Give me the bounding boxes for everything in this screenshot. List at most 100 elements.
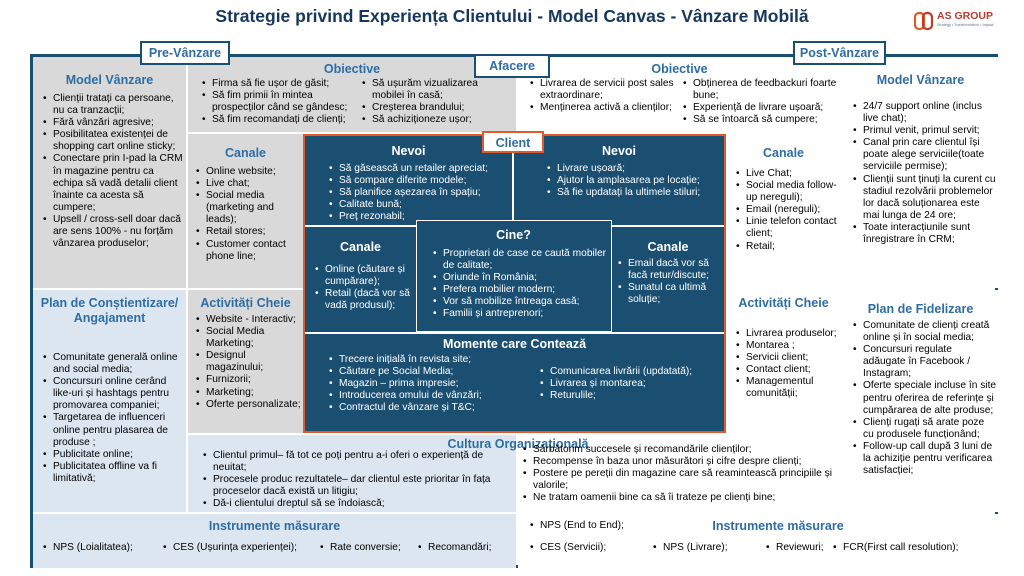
pre-sale-model: Model Vânzare Clienții tratați ca persoa… — [33, 57, 186, 288]
list-item: 24/7 support online (inclus live chat); — [851, 101, 997, 125]
post-sale-tab: Post-Vânzare — [793, 41, 886, 65]
moments-col2: Comunicarea livrării (updatată); Livrare… — [538, 366, 723, 402]
list-item: Să se întoarcă să cumpere; — [681, 114, 839, 126]
list-item: Social Media Marketing; — [194, 326, 302, 350]
list-item: Menținerea activă a clienților; — [528, 102, 676, 114]
needs-left-list: Să găsească un retailer apreciat; Să com… — [327, 163, 512, 224]
list-item: Canal prin care clientul își poate alege… — [851, 137, 997, 173]
list-item: Live Chat; — [734, 168, 839, 180]
list-item: Obținerea de feedbackuri foarte bune; — [681, 78, 839, 102]
client-core: Cine? Proprietari de case ce caută mobil… — [303, 134, 726, 433]
channels-left-header: Canale — [340, 240, 381, 254]
pre-channels: Canale Online website; Live chat; Social… — [188, 134, 303, 288]
logo-mark-icon — [914, 11, 934, 31]
list-item: Social media (marketing and leads); — [194, 190, 302, 226]
list-item: Procesele produc rezultatele– dar client… — [201, 474, 513, 498]
pre-activities-list: Website - Interactiv; Social Media Marke… — [194, 314, 302, 411]
post-sale-model: Model Vânzare 24/7 support online (inclu… — [843, 57, 998, 288]
list-item: Comunitate generală online and social me… — [41, 352, 183, 376]
list-item: Calitate bună; — [327, 199, 512, 211]
needs-right-list: Livrare ușoară; Ajutor la amplasarea pe … — [545, 163, 723, 199]
canvas-frame: Model Vânzare Clienții tratați ca persoa… — [30, 54, 998, 568]
list-item: NPS (End to End); — [528, 520, 668, 532]
list-item: Prefera mobilier modern; — [431, 284, 609, 296]
list-item: Postere pe pereții din magazine care să … — [521, 468, 839, 492]
list-item: Recompense în baza unor măsurători și ci… — [521, 456, 839, 468]
list-item: Să planifice așezarea în spațiu; — [327, 187, 512, 199]
list-item: NPS (Loialitatea); — [41, 542, 133, 554]
post-objectives-header: Obiective — [651, 62, 708, 76]
list-item: Email dacă vor să facă retur/discute; — [616, 258, 724, 282]
logo-name: AS GROUP — [937, 10, 994, 22]
moments-col1: Trecere inițială în revista site; Căutar… — [327, 354, 527, 415]
measure-right: NPS (End to End); Instrumente măsurare C… — [518, 514, 998, 568]
list-item: Online website; — [194, 166, 302, 178]
channels-right-header: Canale — [647, 240, 689, 254]
list-item: Oriunde în România; — [431, 272, 609, 284]
post-objectives-col1: Livrarea de servicii post sales extraord… — [528, 78, 676, 114]
list-item: Clienții sunt ținuți la curent cu stadiu… — [851, 174, 997, 222]
pre-objectives-col2: Să ușurăm vizualizarea mobilei în casă; … — [360, 78, 510, 126]
list-item: Publicitate online; — [41, 449, 183, 461]
pre-channels-header: Canale — [225, 146, 266, 160]
company-logo: AS GROUP Strategy • Transformation • Imp… — [914, 11, 994, 31]
list-item: Să fim recomandați de clienți; — [200, 114, 360, 126]
divider — [612, 225, 724, 227]
list-item: Social media follow-up nereguli); — [734, 180, 839, 204]
list-item: Marketing; — [194, 387, 302, 399]
page-title: Strategie privind Experiența Clientului … — [215, 6, 809, 26]
list-item: Creșterea brandului; — [360, 102, 510, 114]
list-item: Concursuri online cerând like-uri și has… — [41, 376, 183, 412]
pre-model-list: Clienții tratați ca persoane, nu ca tran… — [41, 93, 183, 250]
pre-key-activities: Activități Cheie Website - Interactiv; S… — [188, 290, 303, 433]
list-item: CES (Servicii); — [528, 542, 606, 554]
list-item: Retail stores; — [194, 226, 302, 238]
post-activities-header: Activități Cheie — [738, 296, 829, 310]
culture-col1: Clientul primul– fă tot ce poți pentru a… — [201, 450, 513, 511]
post-objectives-col2: Obținerea de feedbackuri foarte bune; Ex… — [681, 78, 839, 126]
list-item: Website - Interactiv; — [194, 314, 302, 326]
channels-left-list: Online (căutare și cumpărare); Retail (d… — [313, 264, 416, 312]
list-item: Dă-i clientului dreptul să se îndoiască; — [201, 498, 513, 510]
loyalty-list: Comunitate de clienți creată online și î… — [851, 320, 997, 477]
loyalty-header: Plan de Fidelizare — [867, 302, 974, 316]
divider — [512, 136, 514, 220]
list-item: Contact client; — [734, 364, 839, 376]
list-item: Fără vânzări agresive; — [41, 117, 183, 129]
pre-objectives: Obiective Firma să fie ușor de găsit; Să… — [188, 57, 516, 132]
list-item: Comunitate de clienți creată online și î… — [851, 320, 997, 344]
post-loyalty-plan: Plan de Fidelizare Comunitate de clienți… — [843, 290, 998, 512]
list-item: Să compare diferite modele; — [327, 175, 512, 187]
list-item: Customer contact phone line; — [194, 239, 302, 263]
post-channels: Canale Live Chat; Social media follow-up… — [726, 134, 841, 288]
list-item: Firma să fie ușor de găsit; — [200, 78, 360, 90]
list-item: Montarea ; — [734, 340, 839, 352]
list-item: Concursuri regulate adăugate în Facebook… — [851, 344, 997, 380]
client-tab: Client — [482, 131, 544, 153]
list-item: Livrarea de servicii post sales extraord… — [528, 78, 676, 102]
divider — [305, 332, 724, 334]
measure-right-list: CES (Servicii); NPS (Livrare); Reviewuri… — [518, 542, 998, 556]
list-item: Să fie updatați la ultimele stiluri; — [545, 187, 723, 199]
list-item: Livrare ușoară; — [545, 163, 723, 175]
pre-sale-tab: Pre-Vânzare — [140, 41, 230, 65]
list-item: Retail (dacă vor să vadă produsul); — [313, 288, 416, 312]
list-item: Furnizorii; — [194, 374, 302, 386]
list-item: Ajutor la amplasarea pe locație; — [545, 175, 723, 187]
culture-col2: Sărbătorim succesele și recomandările cl… — [521, 444, 839, 505]
post-channels-list: Live Chat; Social media follow-up neregu… — [734, 168, 839, 253]
list-item: CES (Ușurința experienței); — [161, 542, 297, 554]
post-objectives: Obiective Livrarea de servicii post sale… — [518, 57, 841, 132]
needs-right-header: Nevoi — [601, 144, 637, 158]
list-item: Sărbătorim succesele și recomandările cl… — [521, 444, 839, 456]
measure-left-list: NPS (Loialitatea); CES (Ușurința experie… — [33, 542, 516, 556]
list-item: Email (nereguli); — [734, 204, 839, 216]
list-item: Posibilitatea existenței de shopping car… — [41, 129, 183, 153]
list-item: Follow-up call după 3 luni de la achiziț… — [851, 441, 997, 477]
measure-left-header: Instrumente măsurare — [208, 519, 341, 533]
moments-header: Momente care Contează — [442, 337, 587, 351]
measure-right-top: NPS (End to End); — [528, 520, 668, 532]
list-item: Reviewuri; — [764, 542, 824, 554]
who-header: Cine? — [496, 228, 531, 242]
list-item: Clientul primul– fă tot ce poți pentru a… — [201, 450, 513, 474]
